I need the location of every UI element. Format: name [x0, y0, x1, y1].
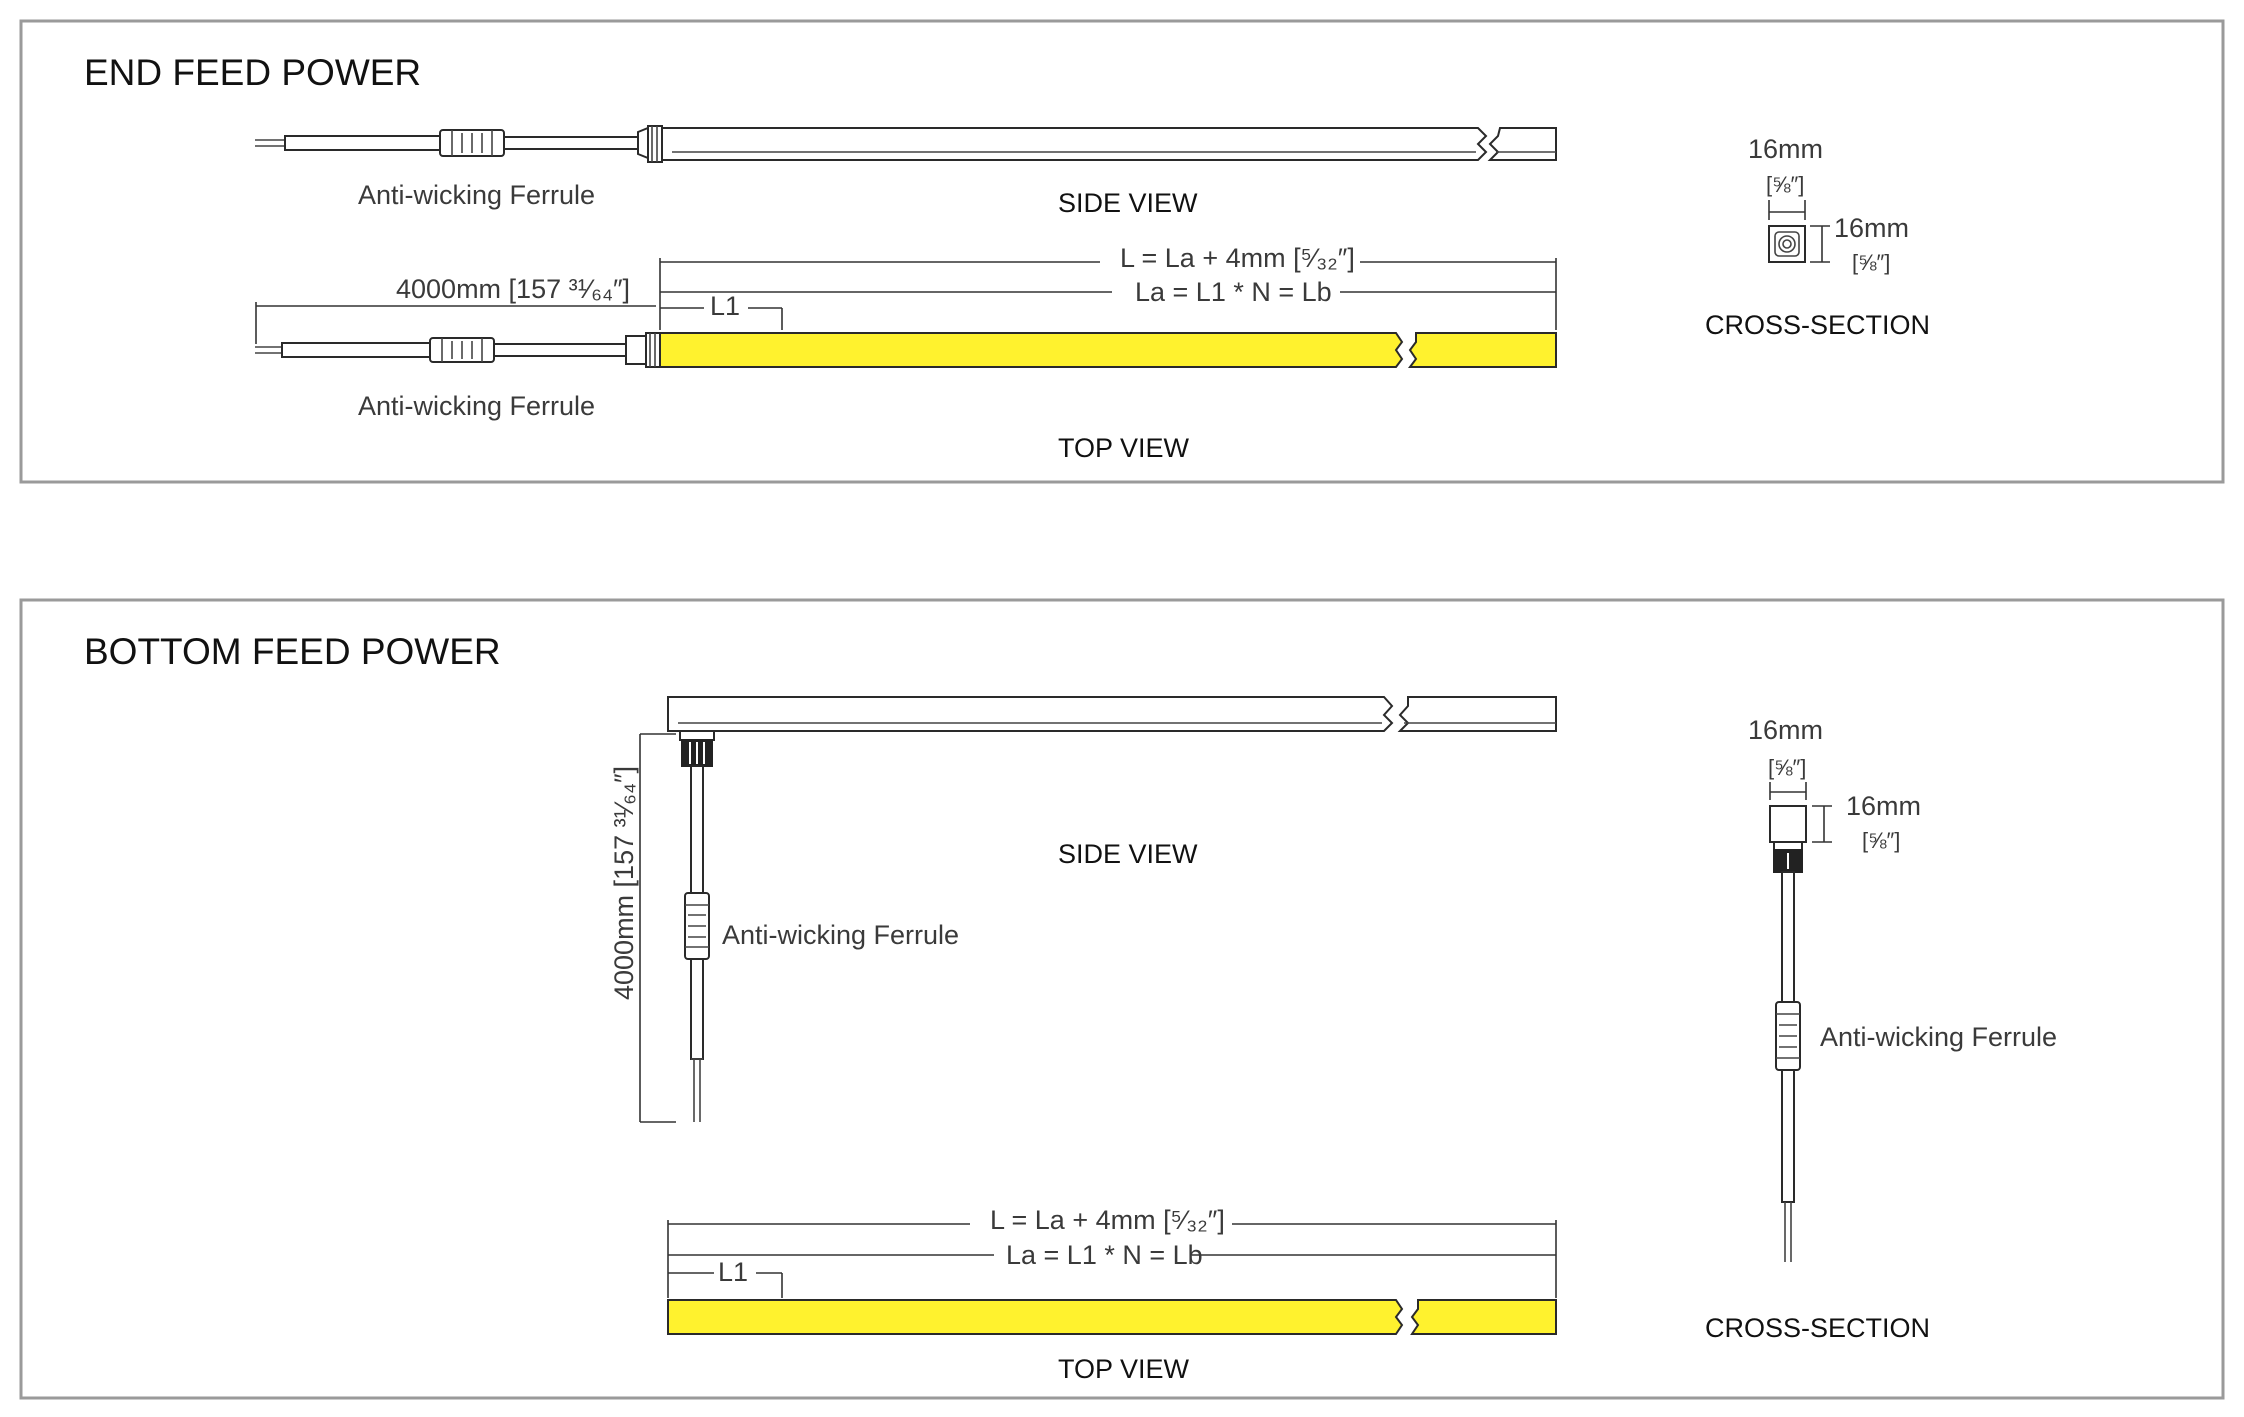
bottom-feed-cs-width-in: [⅝″] — [1768, 755, 1806, 780]
bottom-feed-cs-height-in: [⅝″] — [1862, 828, 1900, 853]
end-feed-cs-width-in: [⅝″] — [1766, 172, 1804, 197]
end-feed-top-view: Anti-wicking Ferrule TOP VIEW — [255, 332, 1557, 463]
end-feed-top-ferrule-label: Anti-wicking Ferrule — [358, 391, 595, 421]
bottom-feed-length-formula: L = La + 4mm [⁵⁄₃₂″] — [990, 1205, 1225, 1235]
end-feed-cs-height-in: [⅝″] — [1852, 250, 1890, 275]
bottom-feed-panel: BOTTOM FEED POWER — [19, 598, 2225, 1400]
end-feed-cable-length: 4000mm [157 ³¹⁄₆₄″] — [396, 274, 630, 304]
end-feed-la-formula: La = L1 * N = Lb — [1135, 277, 1332, 307]
bottom-feed-top-view: TOP VIEW — [667, 1299, 1557, 1384]
end-feed-cs-title: CROSS-SECTION — [1705, 310, 1930, 340]
end-feed-top-view-label: TOP VIEW — [1058, 433, 1190, 463]
end-feed-side-ferrule-label: Anti-wicking Ferrule — [358, 180, 595, 210]
bottom-feed-cs-ferrule — [1775, 1001, 1801, 1071]
end-feed-title: END FEED POWER — [84, 52, 421, 93]
end-feed-cs-height-mm: 16mm — [1834, 213, 1909, 243]
bottom-feed-side-ferrule — [684, 892, 710, 960]
end-feed-frame — [19, 19, 2225, 484]
end-feed-cross-section: 16mm [⅝″] 16mm [⅝″] CROSS-SECTION — [1705, 134, 1930, 340]
bottom-feed-side-ferrule-label: Anti-wicking Ferrule — [722, 920, 959, 950]
end-feed-panel: END FEED POWER — [19, 19, 2225, 484]
bottom-feed-side-view-label: SIDE VIEW — [1058, 839, 1198, 869]
end-feed-led-strip — [659, 332, 1404, 368]
end-feed-cs-width-mm: 16mm — [1748, 134, 1823, 164]
bottom-feed-cs-title: CROSS-SECTION — [1705, 1313, 1930, 1343]
end-feed-top-ferrule — [429, 337, 495, 363]
bottom-feed-top-view-label: TOP VIEW — [1058, 1354, 1190, 1384]
bottom-feed-dimensions: L = La + 4mm [⁵⁄₃₂″] La = L1 * N = Lb L1 — [667, 1205, 1557, 1298]
end-feed-side-view-label: SIDE VIEW — [1058, 188, 1198, 218]
bottom-feed-la-formula: La = L1 * N = Lb — [1006, 1240, 1203, 1270]
bottom-feed-cs-height-mm: 16mm — [1846, 791, 1921, 821]
bottom-feed-led-strip — [667, 1299, 1404, 1335]
bottom-feed-cs-ferrule-label: Anti-wicking Ferrule — [1820, 1022, 2057, 1052]
bottom-feed-cs-width-mm: 16mm — [1748, 715, 1823, 745]
end-feed-length-formula: L = La + 4mm [⁵⁄₃₂″] — [1120, 243, 1355, 273]
bottom-feed-cross-section: 16mm [⅝″] 16mm [⅝″] — [1705, 715, 2057, 1343]
bottom-feed-frame — [19, 598, 2225, 1400]
bottom-feed-title: BOTTOM FEED POWER — [84, 631, 501, 672]
bottom-feed-side-view: Anti-wicking Ferrule 4000mm [157 ³¹⁄₆₄″]… — [609, 696, 1557, 1123]
bottom-feed-cable-length: 4000mm [157 ³¹⁄₆₄″] — [609, 766, 639, 1000]
bottom-feed-l1: L1 — [718, 1257, 748, 1287]
end-feed-l1: L1 — [710, 291, 740, 321]
end-feed-side-view: Anti-wicking Ferrule SIDE VIEW — [255, 125, 1557, 218]
end-feed-side-ferrule — [439, 129, 505, 157]
end-feed-dimensions: L = La + 4mm [⁵⁄₃₂″] La = L1 * N = Lb L1… — [255, 243, 1557, 344]
